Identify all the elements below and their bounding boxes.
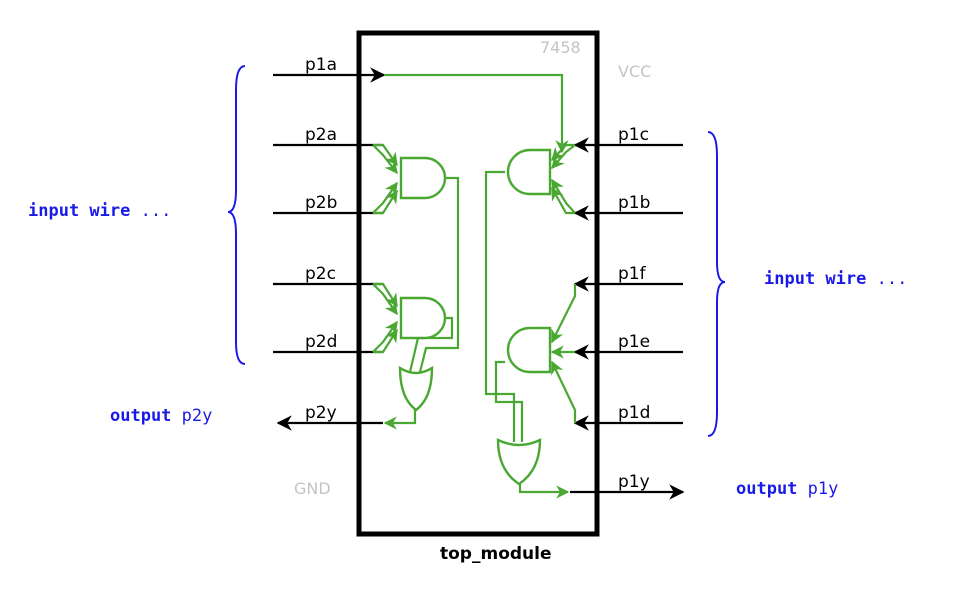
output-p1y-annotation: output p1y <box>736 479 838 499</box>
gnd-label: GND <box>294 479 331 498</box>
pin-label-p1d: p1d <box>618 403 650 423</box>
right-input-brace <box>707 131 726 437</box>
pin-label-p2y: p2y <box>305 403 337 423</box>
or-gate-p2 <box>398 365 434 412</box>
pin-label-p2a: p2a <box>305 125 337 145</box>
chip-part-number: 7458 <box>540 38 581 57</box>
chip-body <box>356 30 600 537</box>
and-gate-p2-bottom <box>399 296 447 340</box>
pin-label-p1e: p1e <box>618 332 650 352</box>
pin-label-p2c: p2c <box>305 264 336 284</box>
pin-label-p1c: p1c <box>618 125 649 145</box>
pin-label-p1b: p1b <box>618 193 650 213</box>
or-gate-p1 <box>496 438 542 486</box>
internal-wiring <box>372 73 577 499</box>
left-input-brace <box>227 65 246 365</box>
output-p2y-annotation: output p2y <box>110 406 212 426</box>
vcc-label: VCC <box>618 62 651 81</box>
right-input-annotation: input wire ... <box>764 269 907 289</box>
left-input-annotation: input wire ... <box>28 201 171 221</box>
pin-label-p1a: p1a <box>305 55 337 75</box>
module-name: top_module <box>440 544 552 564</box>
pin-label-p1f: p1f <box>618 264 647 284</box>
and-gate-p2-top <box>399 156 447 200</box>
pin-label-p2b: p2b <box>305 193 337 213</box>
pin-label-p2d: p2d <box>305 332 337 352</box>
and-gate-p1-top <box>506 148 552 196</box>
pin-label-p1y: p1y <box>618 472 650 492</box>
and-gate-p1-bottom <box>506 326 552 374</box>
